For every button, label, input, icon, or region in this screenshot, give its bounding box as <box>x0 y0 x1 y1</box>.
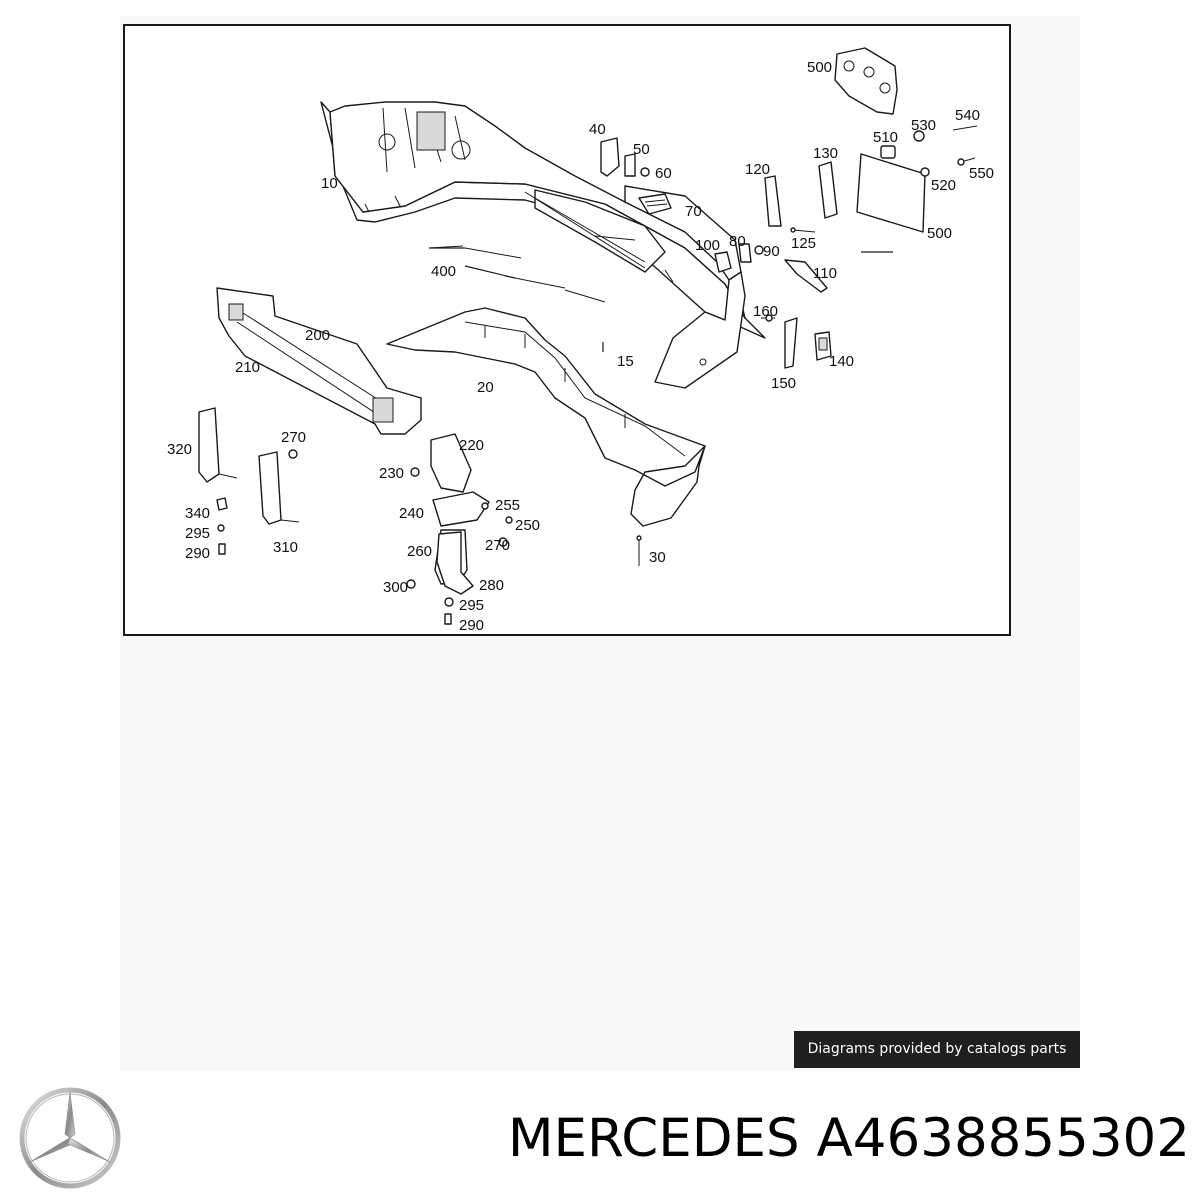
part-number-title: MERCEDES A4638855302 <box>404 1104 1190 1174</box>
mercedes-star-icon <box>18 1086 122 1190</box>
diagram-credit-banner: Diagrams provided by catalogs parts <box>794 1031 1080 1068</box>
callout-30: 30 <box>649 549 666 566</box>
callout-220: 220 <box>459 437 484 454</box>
callout-500-top: 500 <box>807 59 832 76</box>
callout-110: 110 <box>813 265 837 282</box>
callout-100: 100 <box>695 237 720 254</box>
lower-brackets-group <box>406 433 513 625</box>
callout-210: 210 <box>235 359 260 376</box>
parts-diagram-drawing: 10 15 20 30 40 50 60 70 80 90 100 110 12… <box>167 47 994 634</box>
leader-lines <box>429 247 893 352</box>
center-bracket-part <box>436 531 474 595</box>
callout-290-left: 290 <box>185 545 210 562</box>
callout-50: 50 <box>633 141 650 158</box>
callout-295-center: 295 <box>459 597 484 614</box>
callout-140: 140 <box>829 353 854 370</box>
callout-530: 530 <box>911 117 936 134</box>
reinforcement-bar-part <box>216 287 422 435</box>
retainer-clips-group <box>600 137 672 215</box>
callout-150: 150 <box>771 375 796 392</box>
callout-130: 130 <box>813 145 838 162</box>
callout-340: 340 <box>185 505 210 522</box>
callout-280: 280 <box>479 577 504 594</box>
callout-290-center: 290 <box>459 617 484 634</box>
callout-200: 200 <box>305 327 330 344</box>
callout-300: 300 <box>383 579 408 596</box>
callout-510: 510 <box>873 129 898 146</box>
callout-270-right: 270 <box>485 537 510 554</box>
callout-125: 125 <box>791 235 816 252</box>
callout-320: 320 <box>167 441 192 458</box>
bumper-cover-part <box>320 101 766 389</box>
callout-labels: 10 15 20 30 40 50 60 70 80 90 100 110 12… <box>167 59 994 634</box>
brand-name: MERCEDES <box>507 1108 800 1169</box>
callout-295-left: 295 <box>185 525 210 542</box>
callout-60: 60 <box>655 165 672 182</box>
callout-250: 250 <box>515 517 540 534</box>
callout-540: 540 <box>955 107 980 124</box>
callout-40: 40 <box>589 121 606 138</box>
callout-400: 400 <box>431 263 456 280</box>
callout-550: 550 <box>969 165 994 182</box>
lower-diffuser-part <box>386 307 706 527</box>
callout-120: 120 <box>745 161 770 178</box>
callout-260: 260 <box>407 543 432 560</box>
callout-500-bottom: 500 <box>927 225 952 242</box>
callout-240: 240 <box>399 505 424 522</box>
callout-310: 310 <box>273 539 298 556</box>
callout-160: 160 <box>753 303 778 320</box>
rivet-part <box>636 535 642 566</box>
part-number: A4638855302 <box>816 1108 1190 1169</box>
callout-230: 230 <box>379 465 404 482</box>
callout-10: 10 <box>321 175 338 192</box>
callout-520: 520 <box>931 177 956 194</box>
callout-80: 80 <box>729 233 746 250</box>
callout-20: 20 <box>477 379 494 396</box>
reflector-guides-group <box>764 161 838 293</box>
license-plate-mount-group <box>834 47 978 233</box>
callout-90: 90 <box>763 243 780 260</box>
callout-270-left: 270 <box>281 429 306 446</box>
callout-15: 15 <box>617 353 634 370</box>
parts-diagram: 10 15 20 30 40 50 60 70 80 90 100 110 12… <box>123 24 1011 636</box>
left-brackets-group <box>198 407 300 555</box>
mounting-brackets-group <box>714 243 764 273</box>
protective-film-part <box>428 245 606 303</box>
callout-255: 255 <box>495 497 520 514</box>
side-bracket-group <box>761 314 832 369</box>
callout-70: 70 <box>685 203 702 220</box>
